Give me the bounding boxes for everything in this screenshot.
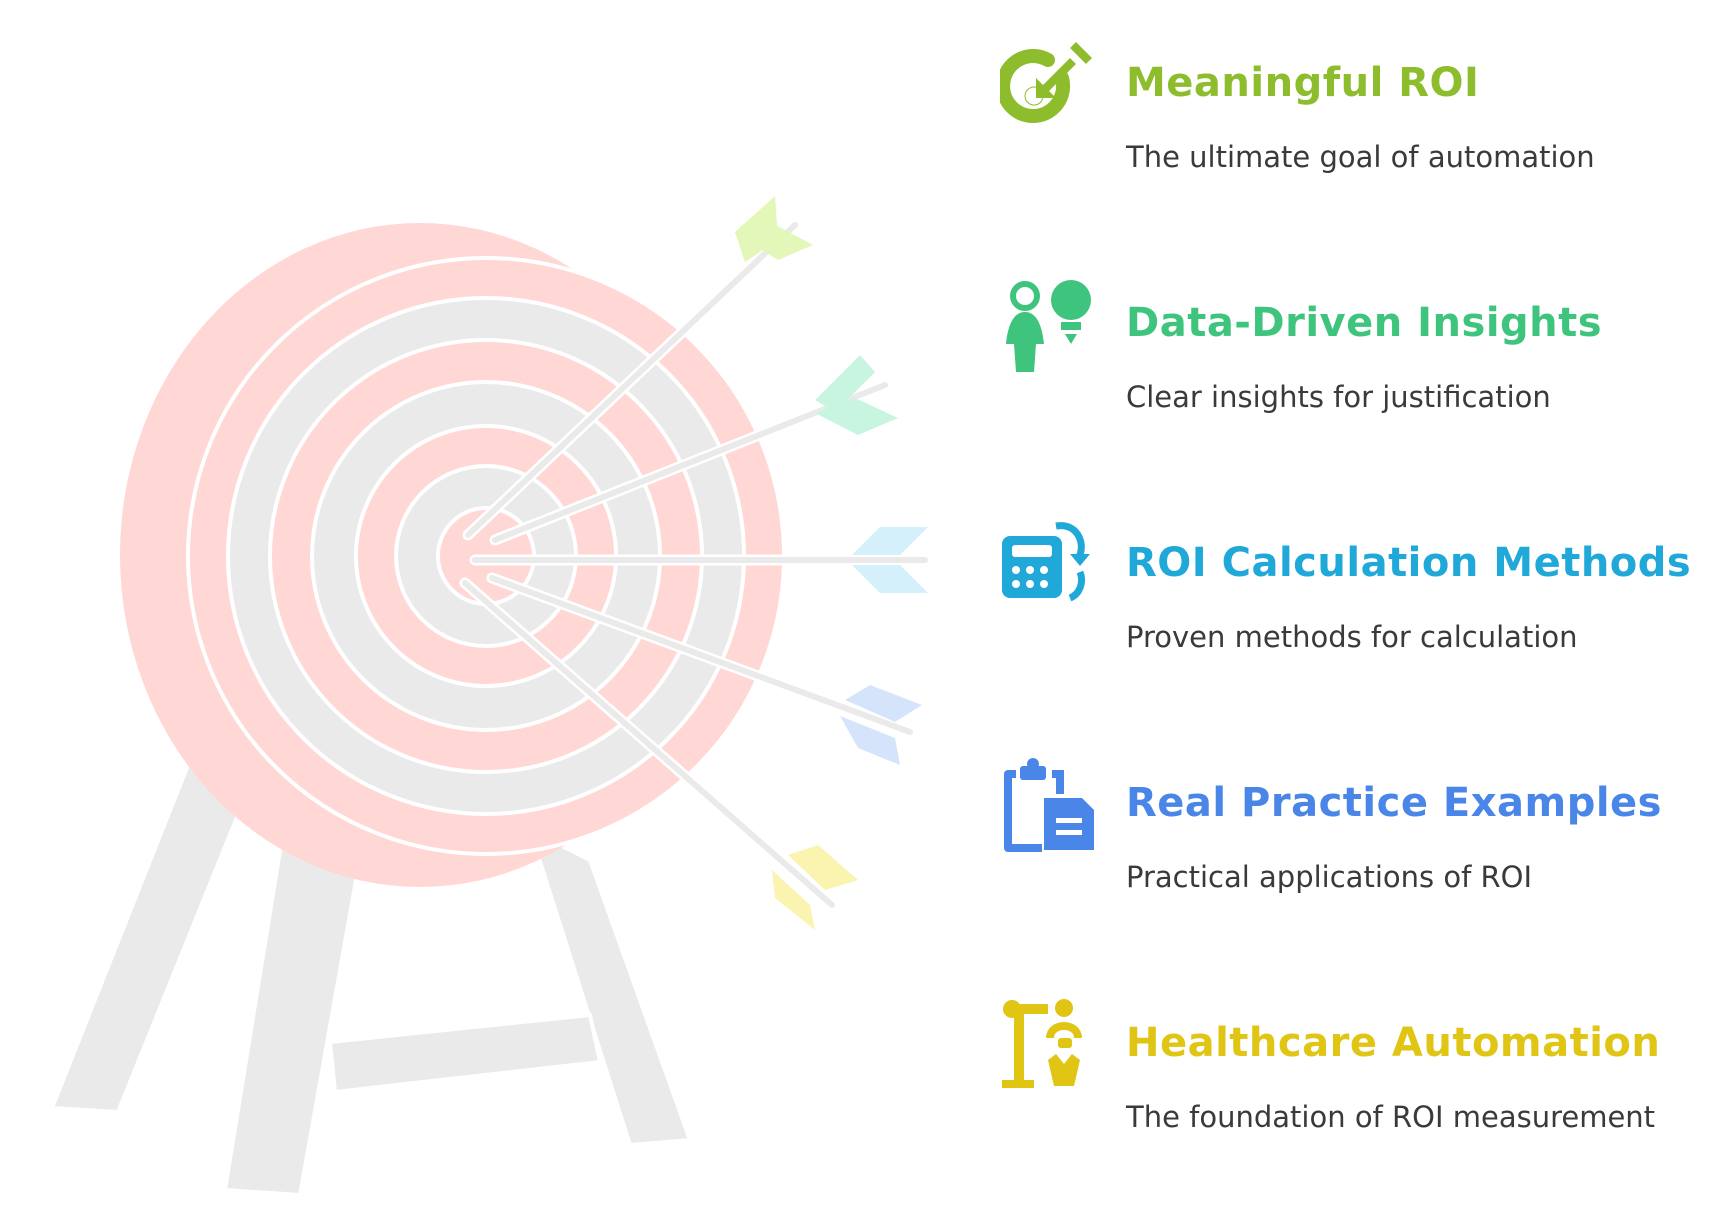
stand-crossbar	[327, 1012, 603, 1095]
item-description: Practical applications of ROI	[1126, 860, 1533, 894]
item-healthcare-automation: Healthcare Automation The foundation of …	[1000, 998, 1700, 1188]
item-title: ROI Calculation Methods	[1126, 540, 1692, 586]
item-description: The foundation of ROI measurement	[1126, 1100, 1656, 1134]
person-lightbulb-icon	[1006, 280, 1091, 372]
item-description: Clear insights for justification	[1126, 380, 1551, 414]
item-title: Data-Driven Insights	[1126, 300, 1603, 346]
item-title: Real Practice Examples	[1126, 780, 1662, 826]
arrow-yellow	[459, 577, 858, 930]
arrow-green-light	[462, 196, 813, 541]
archery-target-illustration	[49, 196, 931, 1198]
item-real-practice-examples: Real Practice Examples Practical applica…	[1000, 758, 1700, 948]
stand-leg-middle	[222, 817, 368, 1198]
item-roi-calculation-methods: ROI Calculation Methods Proven methods f…	[1000, 518, 1700, 708]
item-title: Meaningful ROI	[1126, 60, 1480, 106]
item-description: The ultimate goal of automation	[1126, 140, 1595, 174]
robot-arm-icon	[1002, 999, 1082, 1088]
stand-leg-left	[49, 757, 251, 1115]
item-description: Proven methods for calculation	[1126, 620, 1578, 654]
item-title: Healthcare Automation	[1126, 1020, 1661, 1066]
calculator-icon	[1002, 522, 1090, 602]
item-data-driven-insights: Data-Driven Insights Clear insights for …	[1000, 278, 1700, 468]
arrow-blue	[486, 572, 922, 765]
arrows	[459, 196, 931, 930]
target-arrow-icon	[1000, 42, 1092, 123]
arrow-sky	[469, 527, 931, 593]
stand-leg-right	[526, 826, 693, 1148]
item-meaningful-roi: Meaningful ROI The ultimate goal of auto…	[1000, 38, 1700, 228]
clipboard-document-icon	[1004, 758, 1094, 852]
arrow-mint	[489, 355, 898, 546]
target-stand	[49, 757, 693, 1198]
